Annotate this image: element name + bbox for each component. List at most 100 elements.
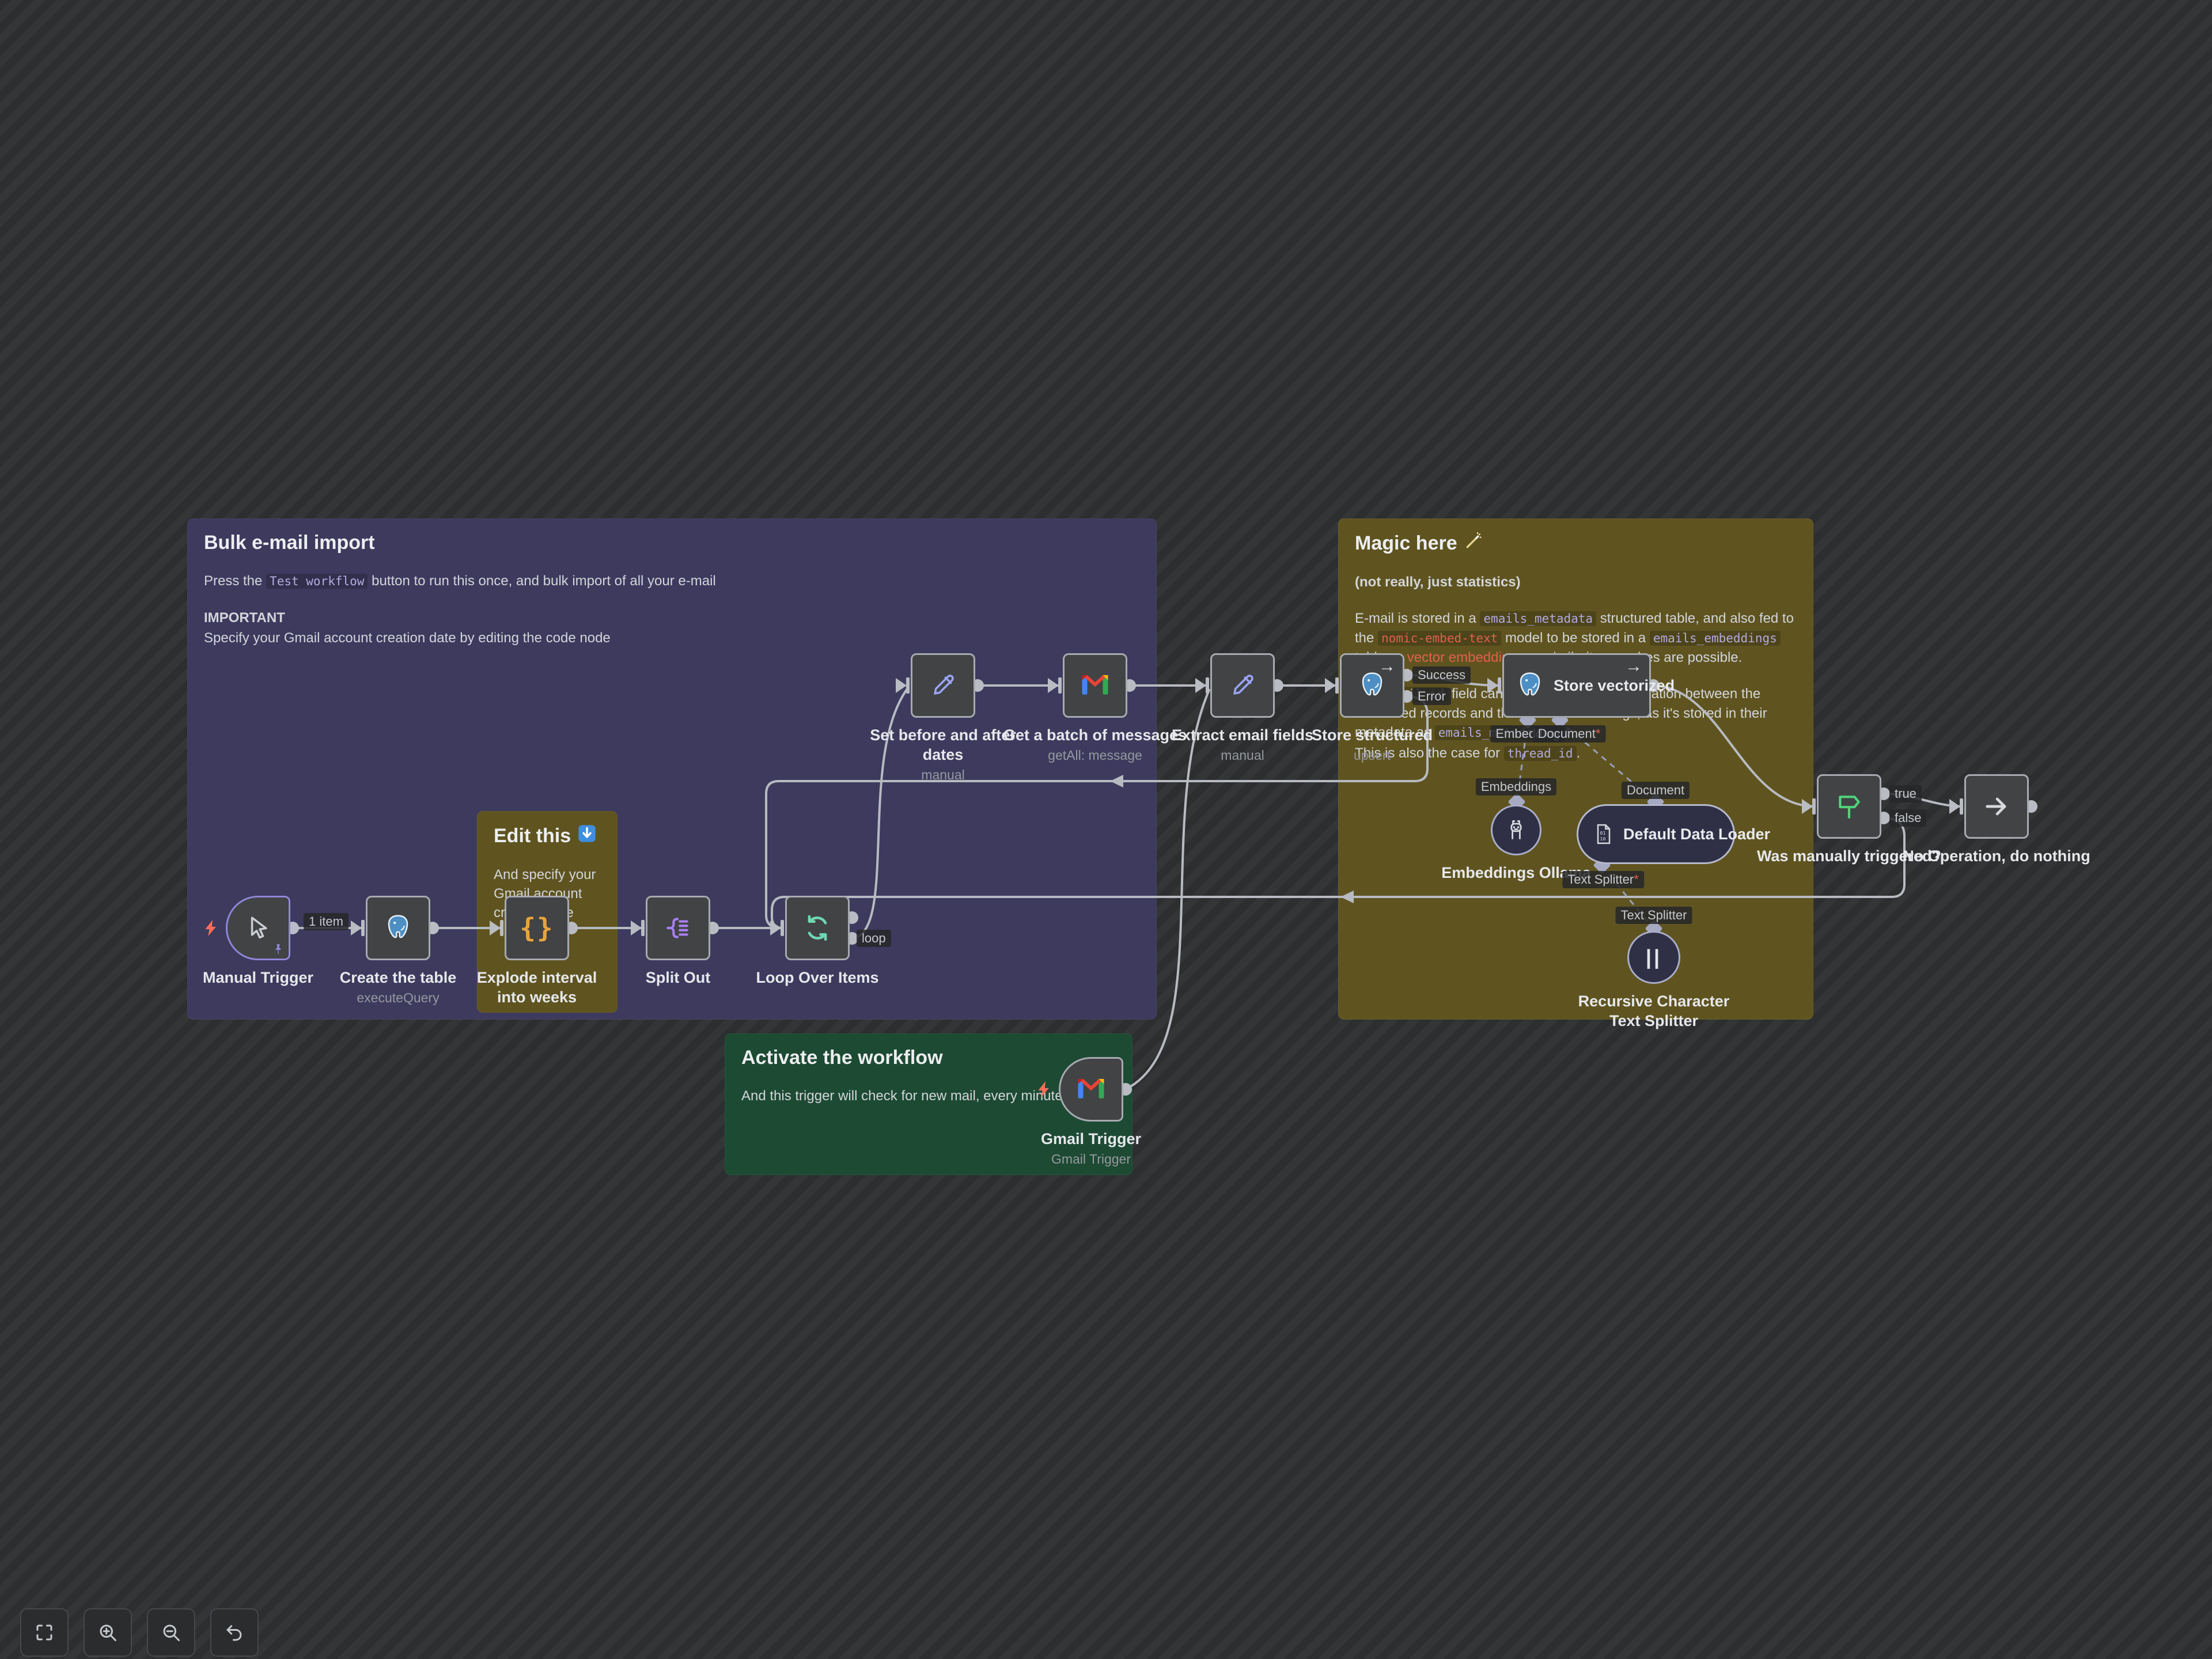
input-port[interactable] bbox=[1325, 678, 1336, 693]
node-label-loop-over-items: Loop Over Items bbox=[756, 969, 879, 986]
input-port[interactable] bbox=[631, 921, 642, 935]
input-port-bar bbox=[906, 677, 910, 694]
connection bbox=[1652, 684, 1816, 808]
split-icon bbox=[664, 914, 692, 942]
node-label-recursive-splitter: Recursive Character Text Splitter bbox=[1578, 993, 1730, 1029]
node-recursive-splitter[interactable]: || bbox=[1627, 931, 1680, 984]
label-chip: loop bbox=[857, 930, 891, 947]
postgres-icon bbox=[382, 912, 414, 944]
input-port-bar bbox=[1058, 677, 1062, 694]
loop-icon bbox=[802, 913, 832, 943]
connection bbox=[765, 695, 1429, 929]
note-title: Bulk e-mail import bbox=[204, 532, 375, 554]
label-chip: false bbox=[1889, 809, 1927, 827]
label-chip: Document* bbox=[1532, 725, 1606, 743]
input-port-bar bbox=[781, 920, 784, 936]
input-port[interactable] bbox=[490, 921, 501, 935]
trigger-bolt-icon bbox=[202, 918, 221, 938]
input-port-bar bbox=[361, 920, 365, 936]
input-port[interactable] bbox=[1048, 678, 1059, 693]
node-manual-trigger[interactable] bbox=[226, 896, 290, 960]
node-extract-fields[interactable] bbox=[1210, 653, 1275, 718]
node-inside-label: Store vectorized bbox=[1554, 676, 1675, 694]
node-gmail-trigger[interactable] bbox=[1059, 1057, 1123, 1122]
input-port-bar bbox=[500, 920, 503, 936]
node-store-structured[interactable]: → bbox=[1340, 653, 1404, 718]
llama-icon bbox=[1503, 817, 1529, 843]
connection bbox=[1124, 689, 1210, 1090]
node-explode-interval[interactable]: {} bbox=[505, 896, 569, 960]
input-port[interactable] bbox=[1487, 678, 1498, 693]
zoom-out-icon bbox=[161, 1622, 181, 1643]
input-port-bar bbox=[1812, 798, 1816, 815]
input-port-bar bbox=[641, 920, 645, 936]
node-get-batch[interactable] bbox=[1063, 653, 1127, 718]
input-port[interactable] bbox=[1802, 799, 1813, 814]
note-paragraph: IMPORTANT bbox=[204, 610, 285, 626]
postgres-icon bbox=[1357, 670, 1388, 701]
note-paragraph: And this trigger will check for new mail… bbox=[741, 1088, 1063, 1104]
braces-icon: {} bbox=[520, 912, 554, 944]
zoom-in-button[interactable] bbox=[84, 1608, 132, 1657]
wand-emoji-icon bbox=[1464, 532, 1483, 555]
pencil-icon bbox=[929, 672, 957, 699]
node-create-table[interactable] bbox=[366, 896, 430, 960]
label-chip: Success bbox=[1412, 666, 1471, 684]
label-chip: 1 item bbox=[304, 913, 349, 930]
pinned-data-icon bbox=[271, 942, 285, 956]
input-port-bar bbox=[1206, 677, 1209, 694]
fit-view-button[interactable] bbox=[20, 1608, 69, 1657]
connection bbox=[851, 686, 910, 940]
input-port[interactable] bbox=[770, 921, 781, 935]
note-paragraph: Press the Test workflow button to run th… bbox=[204, 573, 716, 589]
connection-arrow-icon bbox=[1110, 775, 1123, 787]
input-port[interactable] bbox=[1195, 678, 1206, 693]
undo-icon bbox=[224, 1622, 245, 1643]
undo-button[interactable] bbox=[210, 1608, 259, 1657]
label-chip: Embeddings bbox=[1475, 778, 1557, 796]
zoom-out-button[interactable] bbox=[147, 1608, 195, 1657]
node-set-dates[interactable] bbox=[911, 653, 975, 718]
label-chip: Text Splitter bbox=[1615, 907, 1692, 924]
input-port-bar bbox=[1335, 677, 1339, 694]
canvas-toolbar bbox=[20, 1608, 259, 1657]
label-chip: Text Splitter* bbox=[1562, 871, 1644, 888]
node-loop-over-items[interactable] bbox=[785, 896, 850, 960]
node-label-if-manually-triggered: Was manually triggered? bbox=[1756, 847, 1942, 865]
fit-view-icon bbox=[34, 1622, 55, 1643]
svg-text:10: 10 bbox=[1600, 836, 1605, 842]
node-inside-label: Default Data Loader bbox=[1623, 825, 1771, 843]
note-title: Activate the workflow bbox=[741, 1047, 943, 1069]
down-emoji-icon bbox=[578, 824, 596, 848]
node-label-noop: No Operation, do nothing bbox=[1903, 847, 2090, 865]
cursor-icon bbox=[244, 914, 272, 942]
arrow-icon bbox=[1982, 791, 2012, 821]
note-paragraph: Specify your Gmail account creation date… bbox=[204, 630, 611, 646]
connection-arrow-icon bbox=[1340, 891, 1354, 903]
node-noop[interactable] bbox=[1964, 774, 2029, 839]
gmail-icon bbox=[1080, 670, 1111, 701]
node-store-vectorized[interactable]: Store vectorized→ bbox=[1502, 653, 1675, 718]
node-embeddings-ollama[interactable] bbox=[1491, 805, 1541, 855]
input-port[interactable] bbox=[351, 921, 362, 935]
pause-icon: || bbox=[1645, 945, 1662, 969]
input-port[interactable] bbox=[1949, 799, 1960, 814]
svg-text:01: 01 bbox=[1600, 830, 1605, 836]
input-port[interactable] bbox=[896, 678, 907, 693]
postgres-icon bbox=[1514, 670, 1546, 701]
node-split-out[interactable] bbox=[646, 896, 710, 960]
pencil-icon bbox=[1229, 672, 1256, 699]
connection bbox=[771, 817, 1906, 929]
label-chip: Error bbox=[1412, 688, 1451, 705]
gmail-icon bbox=[1075, 1074, 1107, 1105]
note-paragraph: This is also the case for thread_id. bbox=[1355, 745, 1581, 761]
node-if-manually-triggered[interactable] bbox=[1817, 774, 1881, 839]
node-label-split-out: Split Out bbox=[645, 969, 711, 986]
